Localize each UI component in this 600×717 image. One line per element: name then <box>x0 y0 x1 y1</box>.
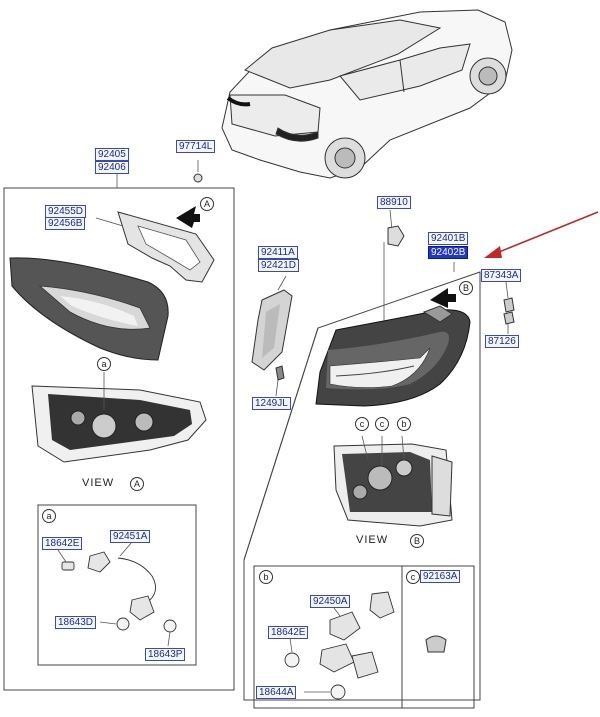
part-label-97714L[interactable]: 97714L <box>176 140 216 153</box>
part-label-92402B-highlighted[interactable]: 92402B <box>428 246 469 259</box>
marker-a-box: a <box>42 509 56 523</box>
marker-c-1: c <box>355 417 369 431</box>
marker-A-top: A <box>200 197 214 211</box>
marker-B-view: B <box>410 534 424 548</box>
part-label-92401B[interactable]: 92401B <box>428 232 469 245</box>
part-label-92405[interactable]: 92405 <box>95 148 129 161</box>
marker-A-view: A <box>130 477 144 491</box>
socket-88910 <box>387 225 405 247</box>
part-label-92411A[interactable]: 92411A <box>258 246 298 259</box>
part-label-1249JL[interactable]: 1249JL <box>252 397 291 410</box>
marker-B-top: B <box>459 281 473 295</box>
marker-b-box: b <box>259 570 273 584</box>
part-label-87126[interactable]: 87126 <box>485 335 519 348</box>
marker-c-2: c <box>375 417 389 431</box>
part-label-92456B[interactable]: 92456B <box>45 217 86 230</box>
part-label-92163A[interactable]: 92163A <box>420 570 461 583</box>
view-B-caption: VIEW <box>356 534 389 546</box>
part-label-18642E-b[interactable]: 18642E <box>268 626 309 639</box>
part-label-92450A[interactable]: 92450A <box>310 595 351 608</box>
part-label-92421D[interactable]: 92421D <box>258 259 300 272</box>
part-label-18642E-a[interactable]: 18642E <box>42 537 83 550</box>
view-A-caption: VIEW <box>82 477 115 489</box>
part-label-92406[interactable]: 92406 <box>95 161 129 174</box>
part-label-18643P[interactable]: 18643P <box>145 648 186 661</box>
car-illustration <box>221 9 513 179</box>
part-label-18644A[interactable]: 18644A <box>256 686 297 699</box>
part-label-88910[interactable]: 88910 <box>377 196 411 209</box>
marker-b-outer: b <box>397 417 411 431</box>
marker-c-box: c <box>406 570 420 584</box>
marker-a-inner: a <box>97 357 111 371</box>
part-label-92451A[interactable]: 92451A <box>110 530 151 543</box>
part-label-18643D[interactable]: 18643D <box>55 616 97 629</box>
part-label-87343A[interactable]: 87343A <box>481 269 522 282</box>
grommet-92163A <box>425 635 447 653</box>
